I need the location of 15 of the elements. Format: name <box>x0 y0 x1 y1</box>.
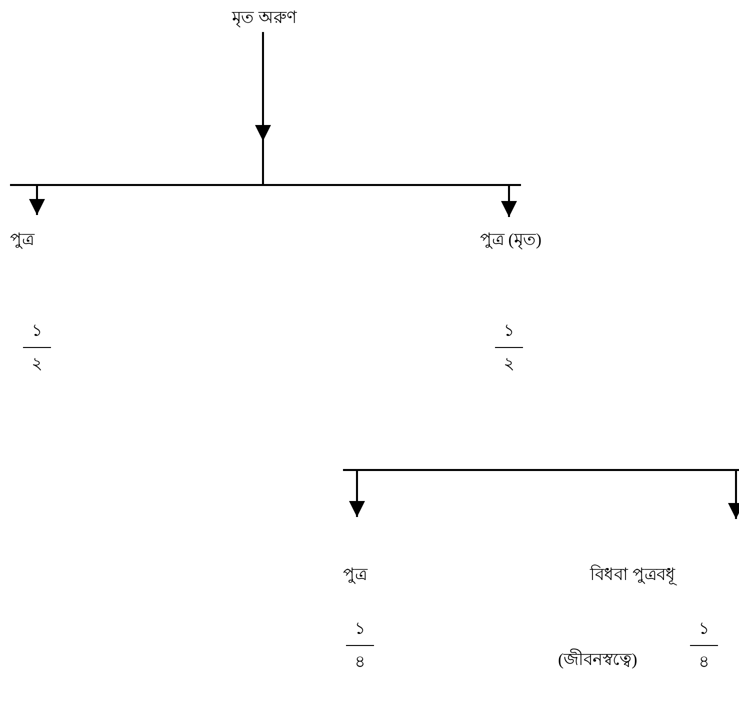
fraction: ১ ৪ <box>345 619 375 672</box>
branch-line <box>343 469 739 471</box>
fraction: ১ ২ <box>494 321 524 374</box>
arrow <box>728 469 739 519</box>
person-label: পুত্র <box>343 564 367 586</box>
person-label: মৃত অরুণ <box>232 7 296 29</box>
person-label: বিধবা পুত্রবধূ <box>590 564 676 586</box>
fraction: ১ ৪ <box>689 619 719 672</box>
note-text: (জীবনস্বত্বে) <box>558 649 638 671</box>
fraction: ১ ২ <box>22 321 52 374</box>
person-label: পুত্র <box>10 229 34 251</box>
arrow <box>262 140 522 218</box>
arrow <box>255 32 271 141</box>
arrow <box>349 469 365 517</box>
person-label: পুত্র (মৃত) <box>480 229 542 251</box>
